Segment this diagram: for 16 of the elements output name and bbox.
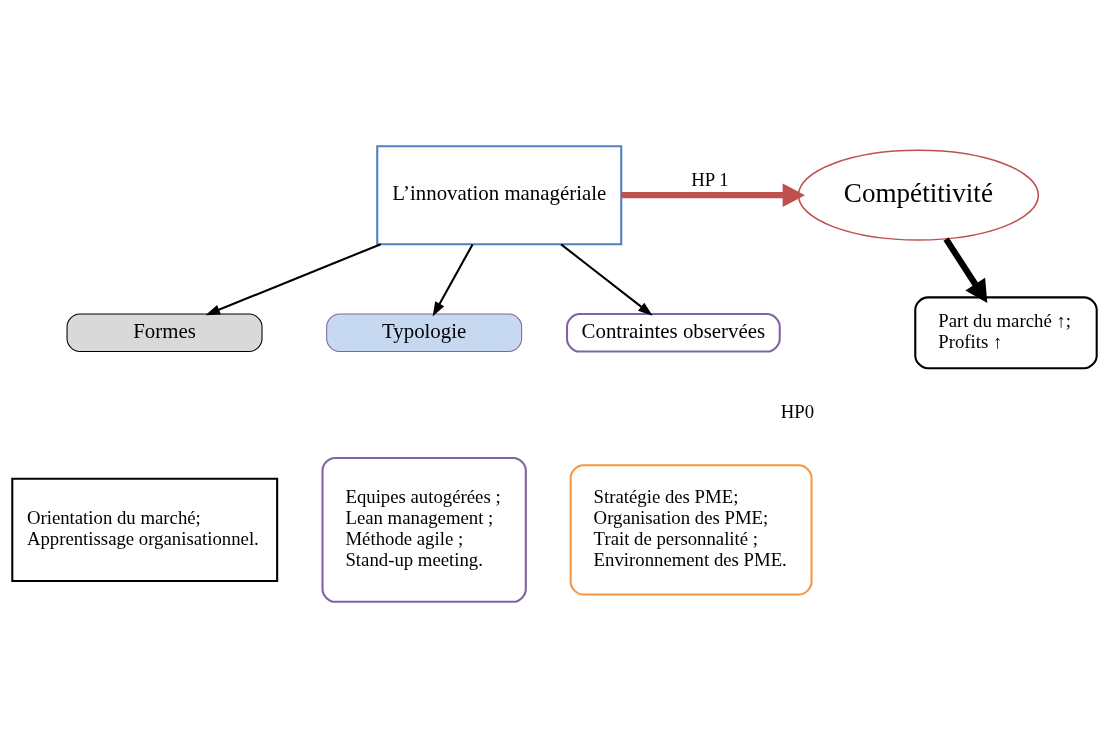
node-box: Equipes autogérées ; Lean management ; Méthode agile ; Stand-up meeting.: [321, 456, 527, 603]
arrow: [432, 243, 474, 316]
node-box: L’innovation managériale: [376, 144, 623, 245]
node-box: Contraintes observées: [565, 312, 781, 353]
node-box: Formes: [66, 313, 263, 352]
node-ellipse: Compétitivité: [797, 149, 1040, 241]
edge-label: HP 1: [691, 168, 729, 190]
arrow: [560, 243, 653, 316]
arrow: [621, 182, 805, 207]
node-box: Part du marché ↑; Profits ↑: [914, 295, 1098, 369]
arrow: [205, 242, 382, 315]
node-box: Stratégie des PME; Organisation des PME; Trait de personnalité ; Environnement des PME.: [569, 463, 813, 596]
label: HP0: [780, 400, 815, 422]
arrow: [943, 236, 988, 303]
node-box: Orientation du marché; Apprentissage organisationnel.: [11, 477, 279, 582]
node-box: Typologie: [326, 313, 523, 352]
